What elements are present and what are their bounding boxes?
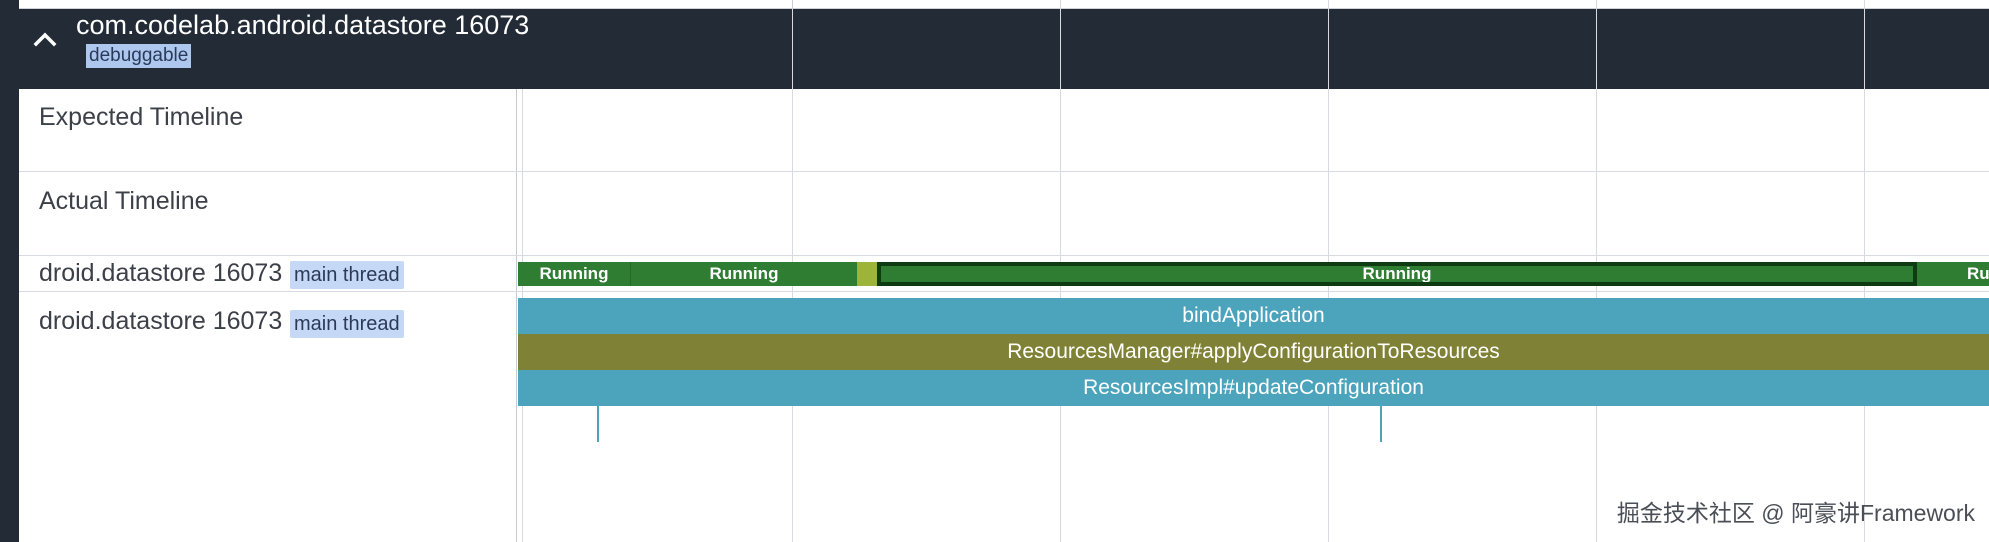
main-thread-badge: main thread [290, 261, 404, 289]
track-separator [19, 255, 1989, 256]
process-title: com.codelab.android.datastore 16073 [76, 10, 530, 40]
slice-update-configuration[interactable]: ResourcesImpl#updateConfiguration [518, 370, 1989, 406]
thread-state-runnable[interactable] [857, 262, 877, 286]
thread-state-running[interactable]: Running [1917, 262, 1989, 286]
slice-apply-configuration[interactable]: ResourcesManager#applyConfigurationToRes… [518, 334, 1989, 370]
top-ruler-strip [19, 0, 1989, 9]
chevron-up-icon[interactable] [30, 25, 60, 55]
track-separator [19, 291, 1989, 292]
track-separator [19, 171, 1989, 172]
child-slice-marker[interactable] [1380, 406, 1382, 442]
thread-state-running[interactable]: Running [518, 262, 630, 286]
thread-state-track-label: droid.datastore 16073 [39, 259, 283, 287]
track-shell-divider [516, 89, 517, 542]
main-thread-badge: main thread [290, 310, 404, 338]
thread-state-running-selected[interactable]: Running [877, 262, 1917, 286]
ruler-tick [792, 0, 793, 9]
left-edge-bar [0, 0, 19, 542]
process-header[interactable] [19, 9, 1989, 89]
child-slice-marker[interactable] [597, 406, 599, 442]
actual-timeline-label: Actual Timeline [39, 187, 209, 215]
thread-state-running[interactable]: Running [630, 262, 857, 286]
expected-timeline-label: Expected Timeline [39, 103, 244, 131]
thread-slice-track-label: droid.datastore 16073 [39, 307, 283, 335]
debuggable-badge: debuggable [86, 44, 192, 68]
watermark-text: 掘金技术社区 @ 阿豪讲Framework [1616, 500, 1975, 526]
slice-bind-application[interactable]: bindApplication [518, 298, 1989, 334]
